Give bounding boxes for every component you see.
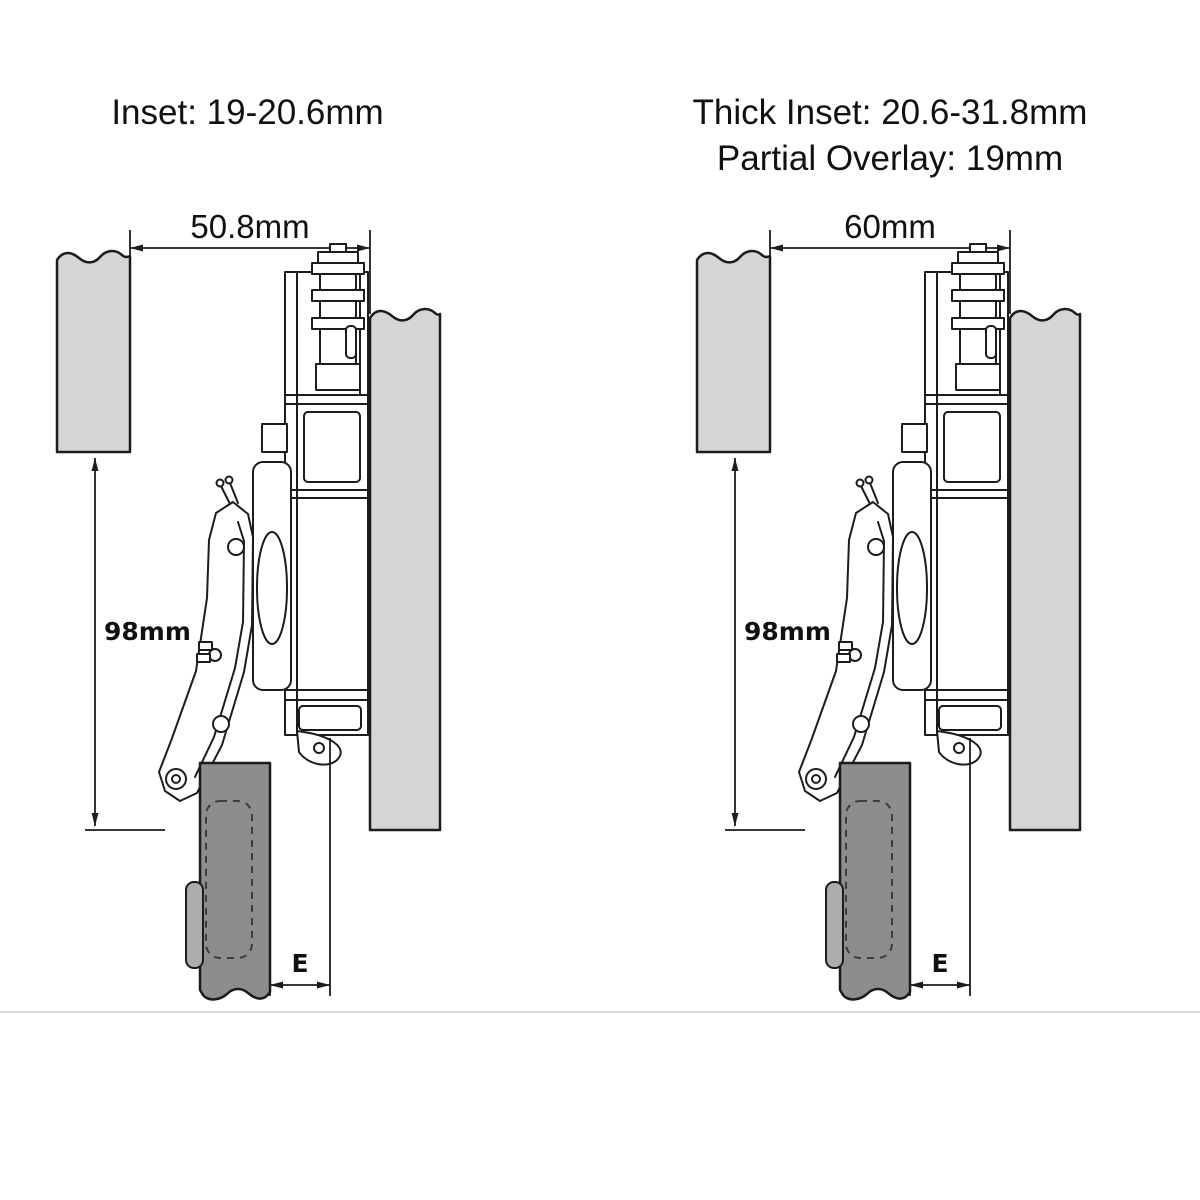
page-title-right: Thick Inset: 20.6-31.8mm Partial Overlay… <box>640 90 1140 182</box>
left-title-text: Inset: 19-20.6mm <box>111 93 384 132</box>
right-height-dimension-label: 98mm <box>744 617 831 646</box>
page-title-left: Inset: 19-20.6mm <box>0 90 495 136</box>
right-title-line2: Partial Overlay: 19mm <box>716 139 1064 178</box>
right-diagram: 60mm 98mm E <box>697 208 1080 999</box>
right-title-line1: Thick Inset: 20.6-31.8mm <box>692 93 1088 132</box>
left-top-dimension-label: 50.8mm <box>190 208 309 245</box>
right-top-dimension-label: 60mm <box>844 208 936 245</box>
right-offset-dimension-label: E <box>931 949 948 978</box>
left-diagram: 50.8mm 98mm E <box>57 208 440 999</box>
left-offset-dimension-label: E <box>291 949 308 978</box>
left-height-dimension-label: 98mm <box>104 617 191 646</box>
